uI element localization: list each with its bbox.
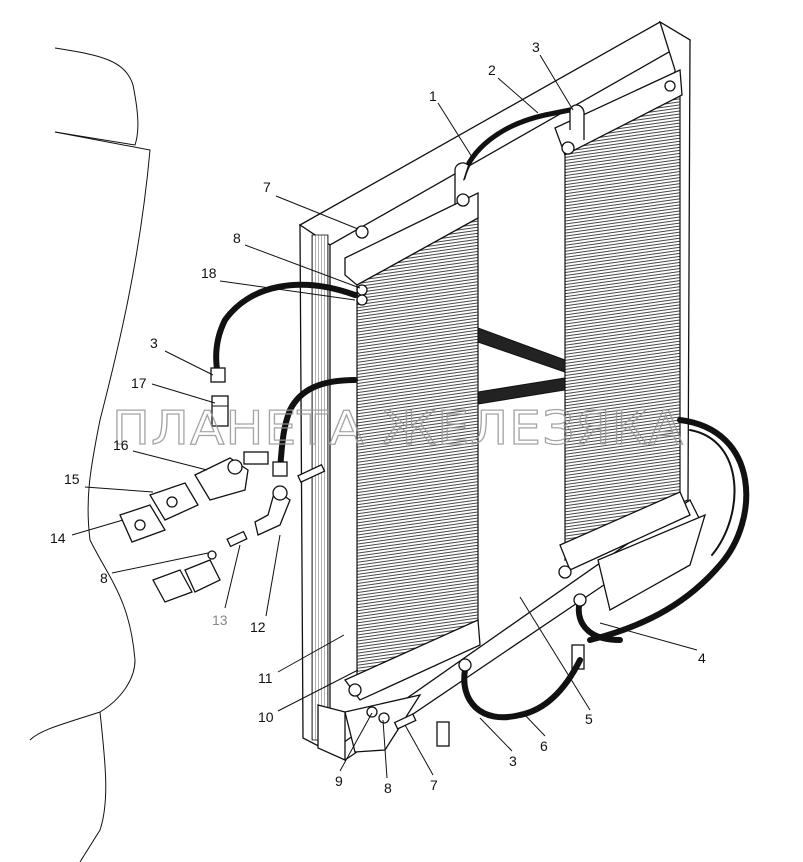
callout-3: 3 — [532, 39, 540, 55]
flanges-14-15 — [119, 482, 221, 603]
fitting-17 — [211, 395, 229, 427]
callout-labels: 1 2 3 7 8 18 3 17 16 15 14 8 13 12 11 10… — [50, 39, 706, 796]
callout-8: 8 — [100, 570, 108, 586]
callout-14: 14 — [50, 530, 66, 546]
callout-9: 9 — [335, 773, 343, 789]
callout-7: 7 — [430, 777, 438, 793]
bottom-fasteners — [348, 565, 587, 730]
callout-8: 8 — [233, 230, 241, 246]
tee-fitting-16 — [194, 451, 269, 501]
cross-braces — [477, 327, 566, 405]
pin-fitting — [297, 463, 326, 483]
callout-13: 13 — [212, 612, 228, 628]
callout-6: 6 — [540, 738, 548, 754]
callout-10: 10 — [258, 709, 274, 725]
callout-17: 17 — [131, 375, 147, 391]
top-fasteners — [355, 80, 676, 306]
callout-1: 1 — [429, 88, 437, 104]
callout-5: 5 — [585, 711, 593, 727]
callout-3: 3 — [509, 753, 517, 769]
left-hoses — [210, 281, 358, 477]
callout-2: 2 — [488, 62, 496, 78]
callout-11: 11 — [258, 670, 273, 686]
callout-3: 3 — [150, 335, 158, 351]
callout-15: 15 — [64, 471, 80, 487]
vehicle-body-outline — [29, 47, 151, 862]
elbow-fitting-12 — [254, 485, 291, 536]
callout-12: 12 — [250, 619, 266, 635]
callout-8: 8 — [384, 780, 392, 796]
return-hose — [587, 417, 750, 643]
cooler-core-left — [343, 191, 481, 701]
watermark: ПЛАНЕТА ЖЕЛЕЗЯКА — [112, 401, 684, 455]
bolt-13 — [207, 530, 248, 560]
callout-4: 4 — [698, 650, 706, 666]
callout-18: 18 — [201, 265, 217, 281]
callout-16: 16 — [113, 437, 129, 453]
leader-lines — [71, 54, 698, 779]
top-hose — [454, 104, 585, 205]
callout-7: 7 — [263, 179, 271, 195]
cooler-core-right — [554, 69, 691, 571]
